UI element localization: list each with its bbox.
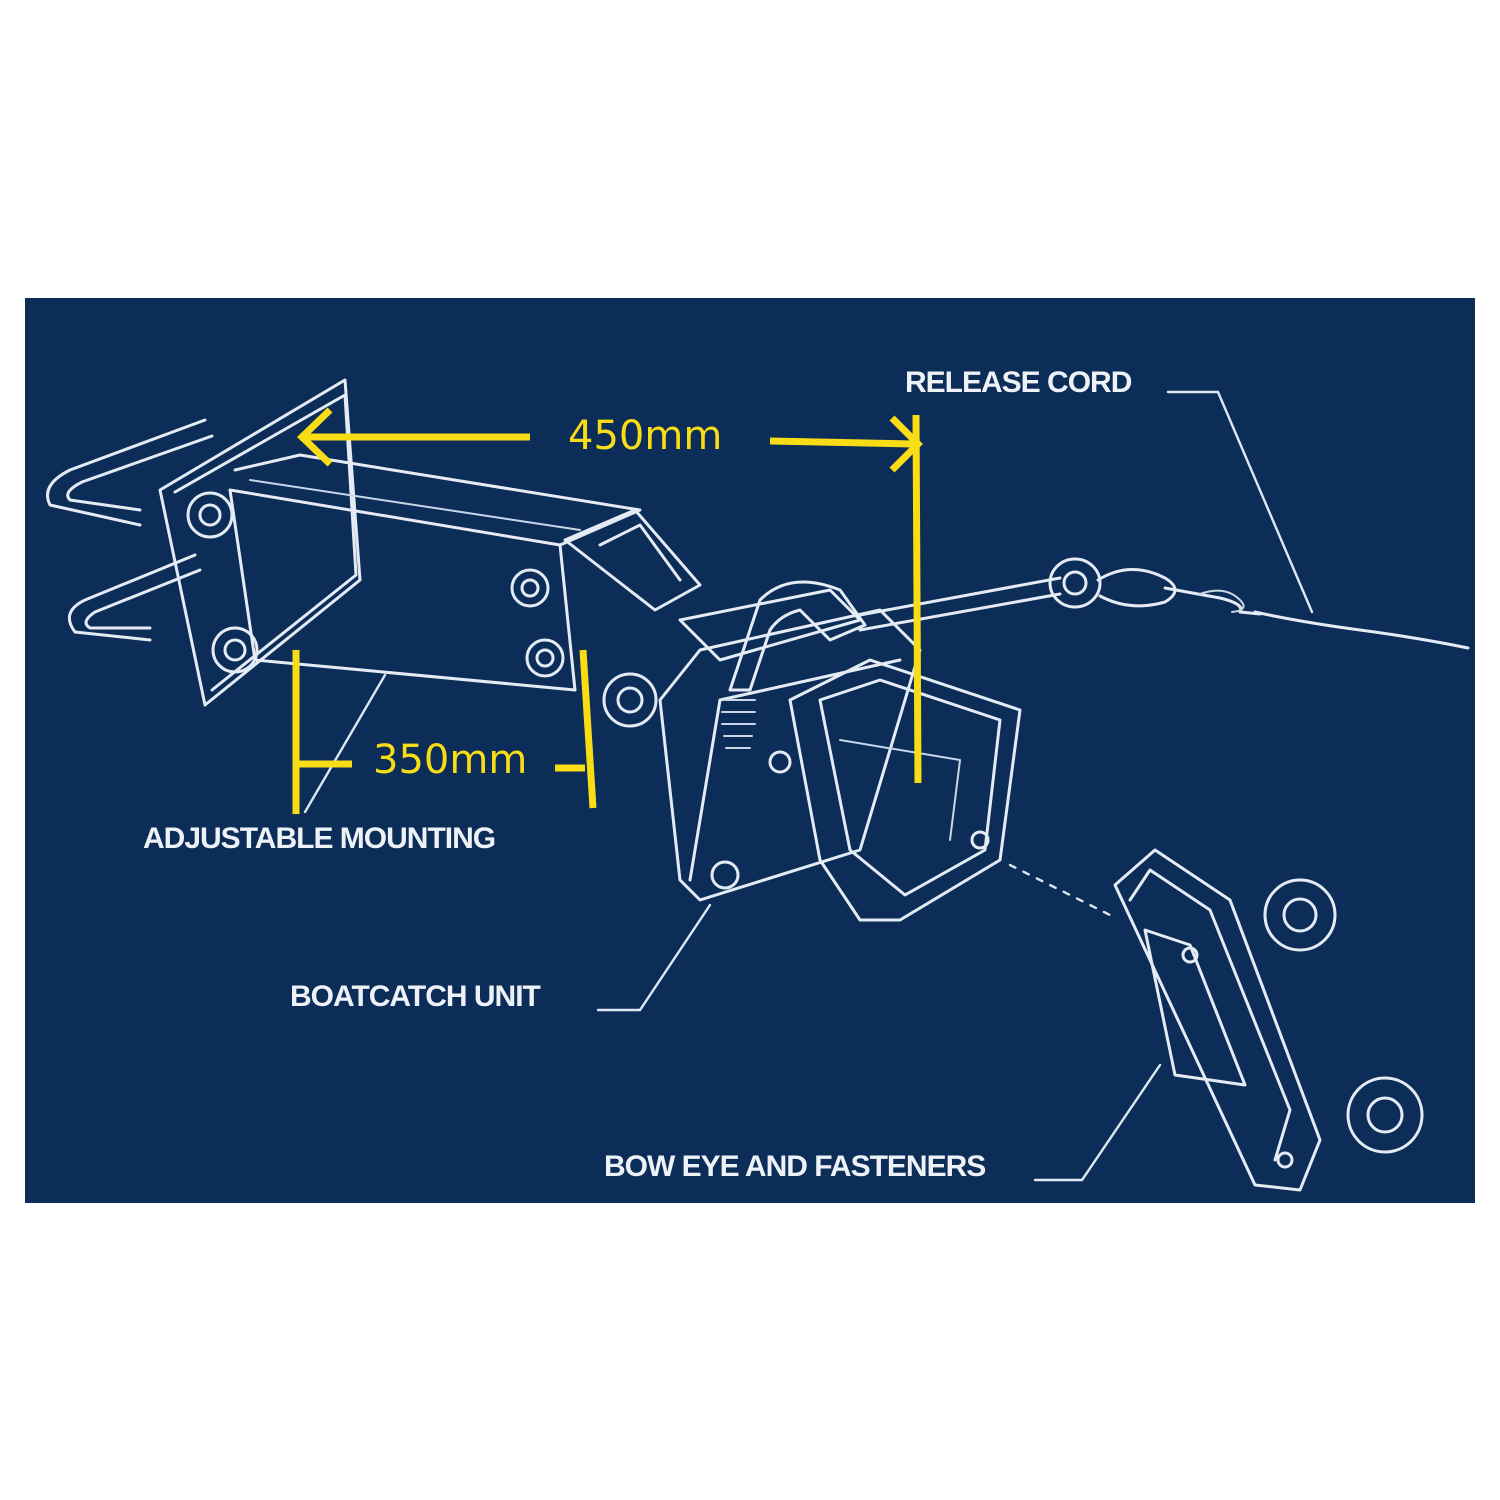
dimension-350	[292, 649, 597, 814]
u-bolts	[46, 418, 214, 642]
label-adjustable-mounting: ADJUSTABLE MOUNTING	[143, 822, 496, 855]
leader-bow-eye	[1033, 1063, 1162, 1182]
tube-bracket	[563, 508, 702, 612]
leader-boatcatch-unit	[596, 903, 712, 1012]
label-bow-eye: BOW EYE AND FASTENERS	[604, 1150, 986, 1183]
bow-eye-part	[1008, 848, 1424, 1192]
leader-adjustable-mounting	[303, 673, 387, 814]
dimension-label-450: 450mm	[568, 413, 723, 459]
release-cord-assembly	[858, 557, 1470, 650]
leader-release-cord	[1166, 390, 1314, 614]
mounting-plate	[158, 378, 362, 707]
label-boatcatch-unit: BOATCATCH UNIT	[290, 980, 541, 1013]
label-release-cord: RELEASE CORD	[905, 366, 1132, 399]
callout-leaders	[303, 390, 1314, 1182]
mounting-tube	[228, 453, 642, 692]
boatcatch-unit-body	[602, 580, 1022, 922]
dimension-label-350: 350mm	[373, 737, 528, 783]
dimension-450	[296, 407, 923, 784]
